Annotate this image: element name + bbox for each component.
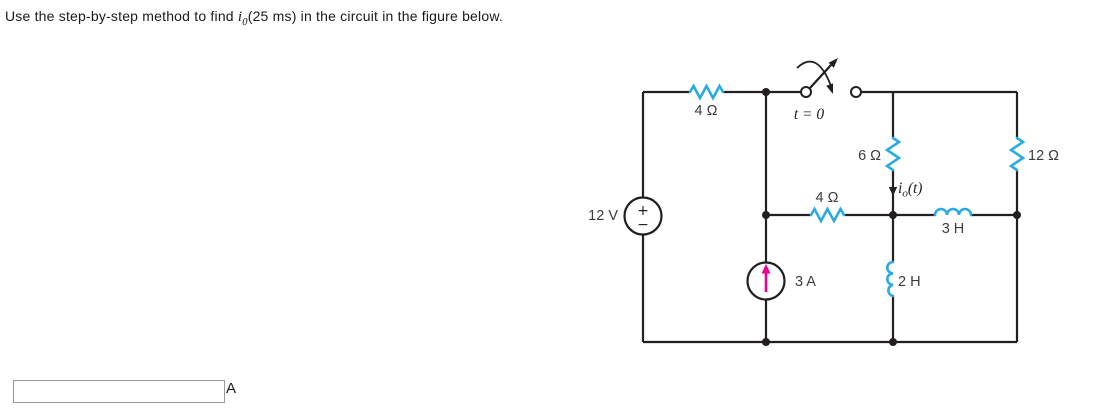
switch-t0 — [796, 58, 862, 98]
switch-motion-arrow-icon — [826, 83, 833, 94]
minus-icon: − — [637, 217, 649, 233]
resistor-12ohm-label: 12 Ω — [1028, 148, 1059, 164]
inductor-2h — [886, 260, 895, 298]
inductor-3h — [933, 207, 973, 217]
current-source-label: 3 A — [795, 274, 816, 290]
switch-blade-arrow-icon — [828, 58, 838, 68]
resistor-6ohm — [884, 136, 902, 172]
output-current-arrow-icon — [888, 187, 898, 196]
switch-terminal-left — [800, 86, 812, 98]
switch-label: t = 0 — [794, 106, 825, 123]
answer-input[interactable] — [13, 380, 225, 403]
answer-unit-label: A — [226, 380, 237, 397]
title-text-post: (25 ms) in the circuit in the figure bel… — [247, 8, 503, 24]
resistor-4ohm-middle — [809, 206, 846, 224]
question-title: Use the step-by-step method to find i0(2… — [5, 8, 503, 28]
resistor-4ohm-middle-label: 4 Ω — [816, 190, 839, 206]
resistor-4ohm-top-label: 4 Ω — [695, 103, 718, 119]
inductor-3h-label: 3 H — [942, 221, 965, 237]
voltage-source-label: 12 V — [588, 208, 618, 224]
current-source-3a — [746, 261, 786, 301]
voltage-source-12v: + − — [623, 196, 663, 236]
title-current-variable: i0 — [237, 9, 248, 28]
resistor-4ohm-top — [688, 83, 725, 101]
title-text-pre: Use the step-by-step method to find — [5, 8, 238, 24]
junction-nodes — [762, 88, 1021, 346]
current-source-arrow-icon — [761, 264, 771, 274]
output-current-label: io(t) — [898, 180, 922, 200]
plus-icon: + — [637, 203, 649, 219]
circuit-wires — [641, 90, 1019, 344]
inductor-2h-label: 2 H — [898, 274, 921, 290]
resistor-6ohm-label: 6 Ω — [858, 148, 881, 164]
switch-terminal-right — [850, 86, 862, 98]
resistor-12ohm — [1008, 136, 1026, 172]
